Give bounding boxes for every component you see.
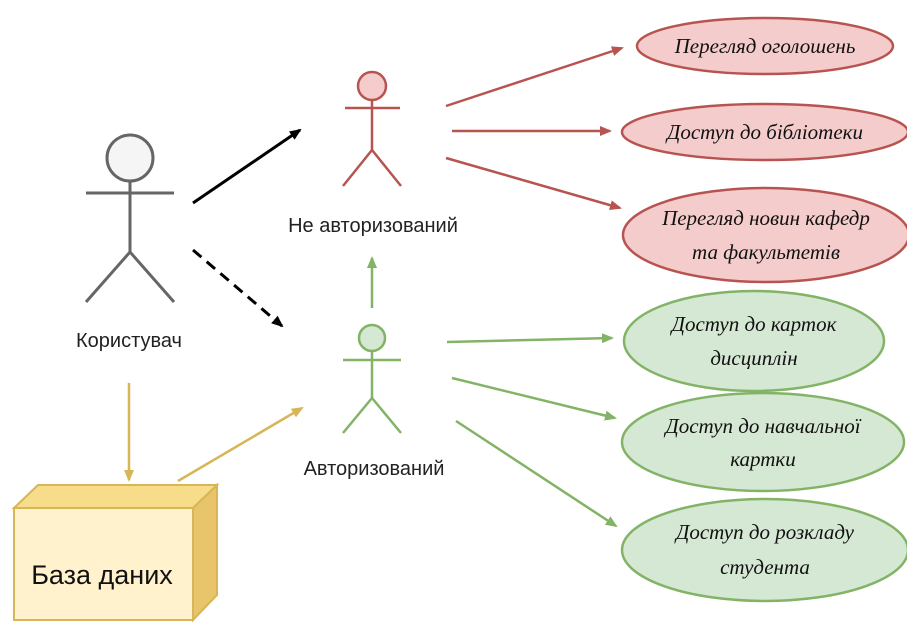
authorized-to-study-card-arrow (451, 376, 617, 421)
use-case-study-card (620, 391, 906, 493)
user-actor-label: Користувач (76, 330, 182, 352)
use-case-dept-news (621, 186, 907, 284)
user-to-unauthorized-arrow (192, 128, 302, 205)
unauthorized-to-view-ads-arrow (445, 46, 624, 108)
authorized-actor-icon (342, 323, 402, 434)
database-label: База даних (31, 560, 173, 590)
database-box (11, 482, 220, 623)
authorized-actor-label: Авторизований (304, 458, 445, 480)
authorized-to-schedule-arrow (455, 419, 618, 528)
authorized-to-discipline-cards-arrow (446, 333, 614, 344)
use-case-view-ads-line-1: Перегляд оголошень (674, 34, 856, 58)
use-case-schedule (620, 497, 907, 603)
use-case-discipline-cards (622, 289, 886, 393)
user-actor-icon (84, 133, 176, 303)
use-case-schedule-line-1: Доступ до розкладу (674, 520, 855, 544)
use-case-discipline-cards-line-2: дисциплін (710, 346, 797, 370)
use-case-view-ads (635, 16, 895, 76)
use-case-study-card-line-1: Доступ до навчальної (663, 414, 861, 438)
user-to-authorized-dashed-arrow (192, 248, 284, 328)
unauthorized-actor-label: Не авторизований (288, 215, 458, 237)
use-case-dept-news-line-1: Перегляд новин кафедр (661, 206, 870, 230)
use-case-schedule-line-2: студента (720, 555, 810, 579)
database-to-authorized-arrow (177, 406, 304, 483)
use-case-discipline-cards-line-1: Доступ до карток (670, 312, 837, 336)
use-case-library-line-1: Доступ до бібліотеки (665, 120, 863, 144)
unauthorized-to-dept-news-arrow (445, 156, 622, 211)
use-case-study-card-line-2: картки (730, 447, 796, 471)
use-case-dept-news-line-2: та факультетів (692, 240, 840, 264)
use-case-library (620, 102, 907, 162)
unauthorized-actor-icon (342, 70, 402, 187)
